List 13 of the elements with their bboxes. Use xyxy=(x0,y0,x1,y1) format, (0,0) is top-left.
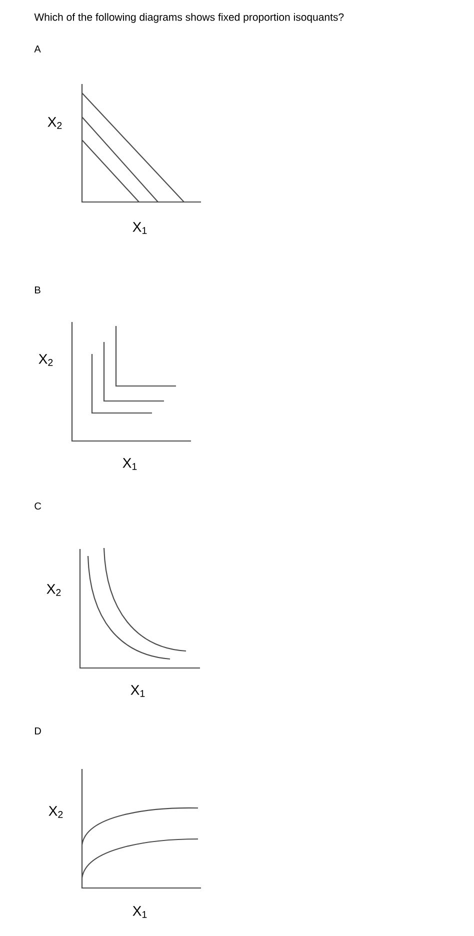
option-letter: C xyxy=(34,502,42,510)
question-text: Which of the following diagrams shows fixed proportion isoquants? xyxy=(34,13,344,23)
axis-label: X$_{1}$ xyxy=(130,685,145,697)
option-letter: B xyxy=(35,286,40,294)
axis-label: X$_{2}$ xyxy=(38,354,53,366)
axis-label: X$_{1}$ xyxy=(122,458,137,470)
axis-label: X$_{2}$ xyxy=(48,806,63,818)
axis-label: X$_{2}$ xyxy=(46,584,61,596)
axis-label: X$_{1}$ xyxy=(132,222,147,234)
option-letter: D xyxy=(35,728,41,734)
axis-label: X$_{2}$ xyxy=(48,117,62,129)
axis-label: X$_{1}$ xyxy=(132,906,147,918)
option-letter: A xyxy=(34,46,41,52)
